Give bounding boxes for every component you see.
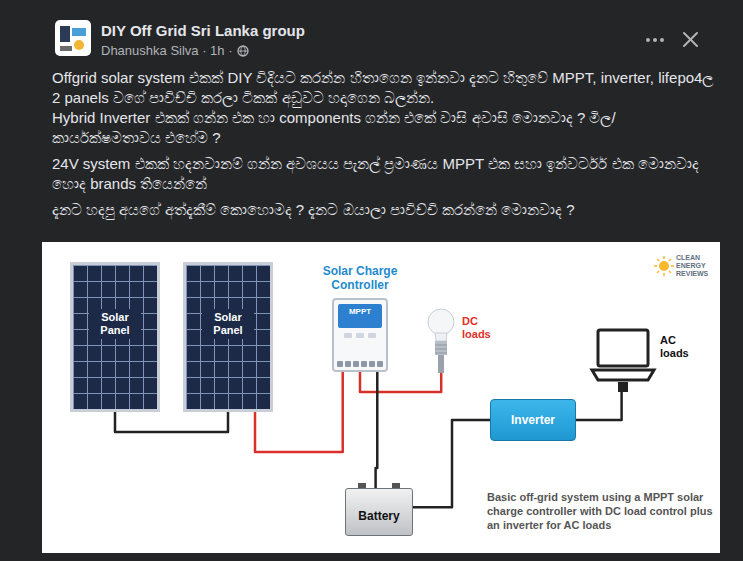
- post-meta: Dhanushka Silva · 1h ·: [101, 43, 249, 58]
- terminal: [353, 361, 359, 367]
- figure-caption: Basic off-grid system using a MPPT solar…: [487, 490, 715, 532]
- group-title: DIY Off Grid Sri Lanka group: [101, 22, 305, 39]
- post-paragraph: 24V system එකක් හදනවානම් ගන්න අවශයය පැනල…: [52, 154, 717, 194]
- solar-panel: Solar Panel: [70, 262, 160, 412]
- bulb-icon: [426, 305, 456, 373]
- panel-label: Solar Panel: [89, 309, 141, 339]
- wire: [376, 372, 378, 488]
- button: [368, 333, 376, 338]
- panel-label: Solar Panel: [202, 309, 254, 339]
- wire: [576, 392, 622, 420]
- terminal: [345, 361, 351, 367]
- inverter-label: Inverter: [511, 413, 555, 427]
- battery-terminal: [392, 483, 400, 488]
- terminal: [369, 361, 375, 367]
- button: [356, 333, 364, 338]
- logo-text: CLEAN ENERGY REVIEWS: [676, 254, 716, 278]
- ac-load: AC loads: [588, 326, 700, 392]
- globe-icon: [237, 45, 249, 57]
- diagram-ground: [42, 242, 720, 553]
- controller-heading: Solar Charge Controller: [312, 264, 408, 292]
- wire: [360, 372, 441, 392]
- controller-screen: MPPT: [338, 304, 382, 328]
- terminal: [377, 361, 383, 367]
- terminal: [361, 361, 367, 367]
- post-paragraph: Hybrid Inverter එකක් ගන්න එක හා componen…: [52, 108, 717, 148]
- post-paragraph: Offgrid solar system එකක් DIY විදියට කරන…: [52, 68, 717, 108]
- laptop-icon: [588, 326, 658, 392]
- wire: [413, 420, 490, 507]
- post-body: Offgrid solar system එකක් DIY විදියට කරන…: [52, 68, 717, 220]
- load-label: AC loads: [660, 334, 698, 360]
- controller-terminals: [337, 361, 383, 367]
- author-line: Dhanushka Silva · 1h ·: [101, 43, 233, 58]
- close-icon: [684, 33, 697, 46]
- terminal: [337, 361, 343, 367]
- battery-terminal: [358, 483, 366, 488]
- dc-load: DC loads: [426, 305, 502, 373]
- charge-controller: Solar Charge ControllerMPPT: [312, 264, 408, 372]
- load-label: DC loads: [462, 315, 500, 341]
- wire: [115, 412, 228, 432]
- controller-buttons: [344, 333, 376, 338]
- button: [344, 333, 352, 338]
- post-paragraph: දැනට හදපු අයගේ අත්දැකීම් කොහොමද ? දැනට ඔ…: [52, 200, 717, 220]
- menu-dots: [646, 38, 664, 42]
- battery-label: Battery: [358, 509, 399, 523]
- logo-sun: [654, 256, 674, 276]
- solar-panel: Solar Panel: [183, 262, 273, 412]
- inverter-box: Inverter: [490, 399, 576, 441]
- controller-body: MPPT: [332, 298, 388, 372]
- battery-box: Battery: [345, 488, 413, 536]
- group-avatar: [55, 20, 91, 56]
